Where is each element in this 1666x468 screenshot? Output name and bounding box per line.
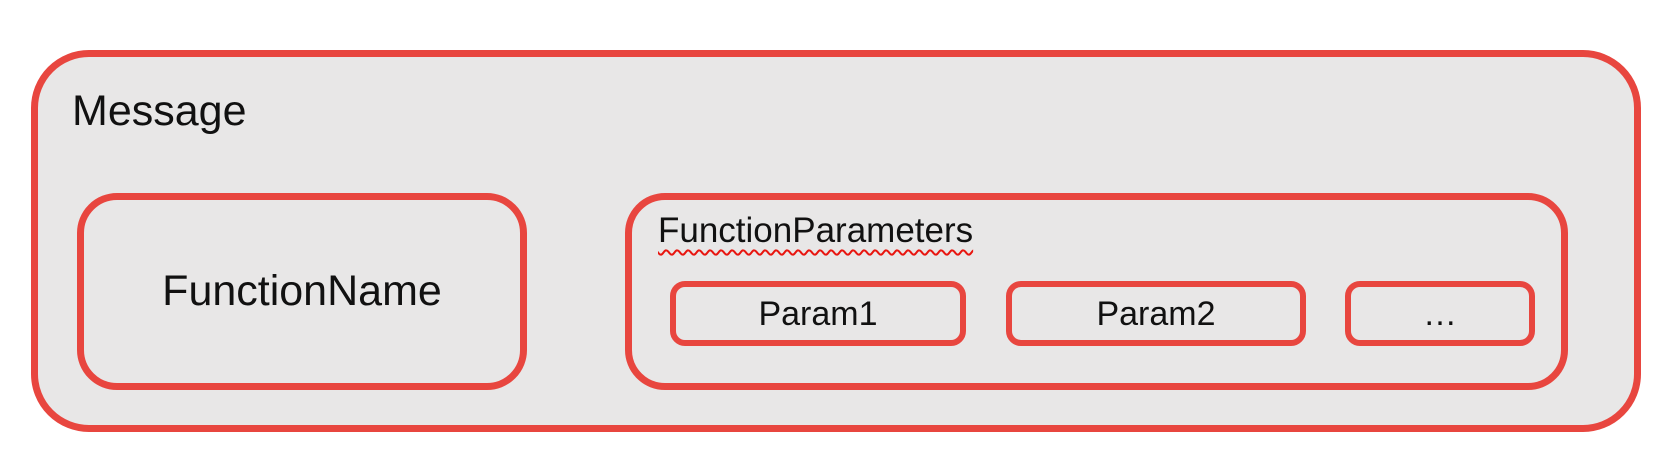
function-parameters-label: FunctionParameters bbox=[658, 211, 974, 250]
param2-label: Param2 bbox=[1096, 294, 1216, 333]
function-name-box: FunctionName bbox=[77, 193, 527, 390]
param1-box: Param1 bbox=[670, 281, 966, 346]
message-label: Message bbox=[72, 87, 247, 135]
function-parameters-box: FunctionParameters Param1 Param2 … bbox=[625, 193, 1568, 390]
message-container-box: Message FunctionName FunctionParameters … bbox=[31, 50, 1641, 432]
param2-box: Param2 bbox=[1006, 281, 1306, 346]
function-name-label: FunctionName bbox=[162, 267, 442, 315]
param1-label: Param1 bbox=[758, 294, 878, 333]
param-ellipsis-box: … bbox=[1345, 281, 1535, 346]
param-ellipsis-label: … bbox=[1423, 294, 1457, 333]
